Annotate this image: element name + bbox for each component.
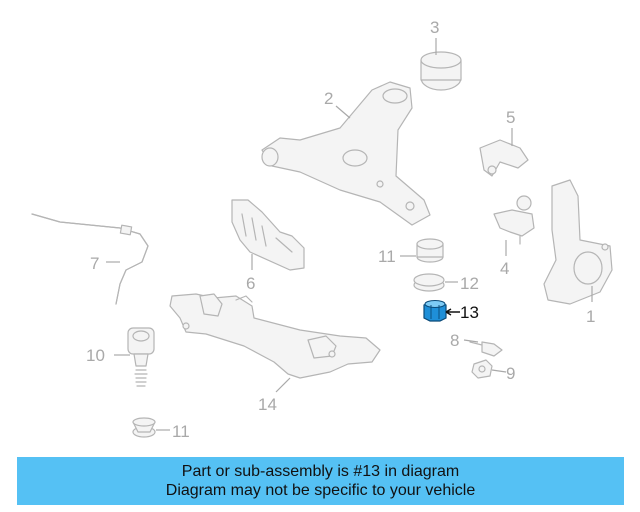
callout-13[interactable]: 13 [460, 303, 479, 322]
part-1-knuckle[interactable] [543, 179, 613, 305]
part-4-ball-joint[interactable] [493, 195, 535, 245]
callout-11a[interactable]: 11 [378, 247, 396, 266]
leader-8 [463, 339, 479, 343]
callout-9[interactable]: 9 [506, 364, 515, 383]
callout-6[interactable]: 6 [246, 274, 255, 293]
leader-14 [275, 377, 291, 393]
leader-2 [335, 105, 351, 119]
callout-1[interactable]: 1 [586, 307, 595, 326]
callout-12[interactable]: 12 [460, 274, 479, 293]
callout-8[interactable]: 8 [450, 331, 459, 350]
part-3-bushing[interactable] [420, 51, 462, 91]
part-12-washer[interactable] [413, 273, 445, 292]
part-13-nut[interactable] [423, 300, 447, 322]
part-14-subframe[interactable] [169, 293, 381, 379]
banner-line-1: Part or sub-assembly is #13 in diagram [181, 463, 460, 480]
callout-3[interactable]: 3 [430, 18, 439, 37]
leader-13 [445, 308, 460, 316]
callout-7[interactable]: 7 [90, 254, 99, 273]
callout-2[interactable]: 2 [324, 89, 333, 108]
callout-4[interactable]: 4 [500, 259, 509, 278]
part-6-panel[interactable] [231, 199, 305, 271]
part-8-bolt[interactable] [469, 341, 503, 357]
callout-14[interactable]: 14 [258, 395, 277, 414]
callout-11b[interactable]: 11 [172, 422, 190, 441]
part-11-bushing-lower[interactable] [132, 417, 156, 438]
parts-diagram: 3 2 5 1 4 7 6 [31, 18, 613, 441]
part-2-control-arm[interactable] [261, 81, 431, 226]
part-11-bushing-upper[interactable] [416, 238, 444, 263]
callout-5[interactable]: 5 [506, 108, 515, 127]
part-5-bracket[interactable] [479, 139, 529, 177]
part-9-nut[interactable] [471, 359, 493, 379]
callout-10[interactable]: 10 [86, 346, 105, 365]
leader-9 [491, 369, 507, 373]
part-7-stabilizer-bar[interactable] [31, 213, 149, 305]
banner-line-2: Diagram may not be specific to your vehi… [165, 482, 476, 499]
info-banner: Part or sub-assembly is #13 in diagram D… [17, 457, 624, 505]
part-10-link[interactable] [127, 327, 155, 387]
